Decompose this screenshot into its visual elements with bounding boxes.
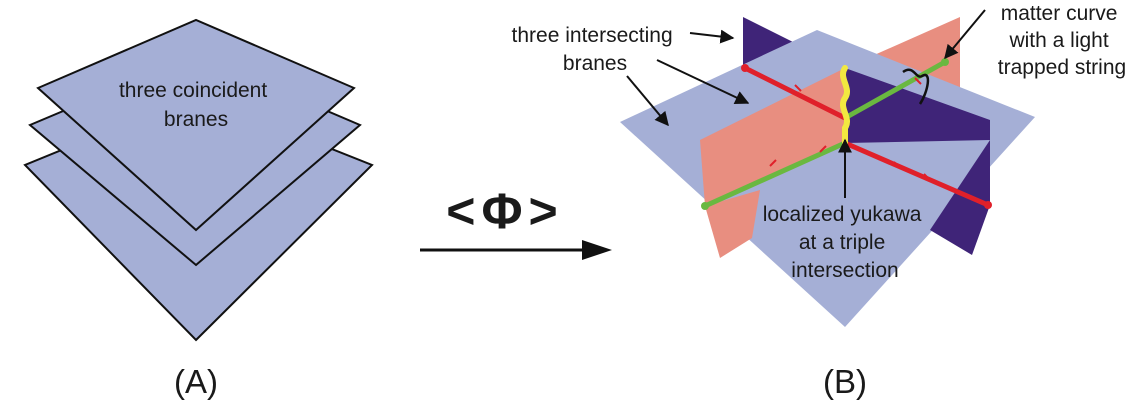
red-curve-end-front	[984, 201, 992, 209]
green-matter-curve-back	[843, 59, 947, 121]
yukawa-curve	[840, 65, 850, 146]
matter-curve-label: matter curve with a light trapped string	[998, 2, 1126, 79]
brane-top	[36, 18, 356, 232]
caption-b: (B)	[823, 363, 867, 400]
trapped-string	[902, 68, 930, 105]
arrow-intersecting-to-salmon	[656, 59, 750, 104]
green-curve-end-back	[941, 58, 949, 66]
intersecting-branes-label: three intersecting branes	[512, 24, 679, 75]
intersecting-label-line-2: branes	[563, 52, 627, 75]
coincident-label-line-2: branes	[164, 108, 228, 131]
caption-a: (A)	[174, 363, 218, 400]
panel-b: three intersecting branes matter curve w…	[512, 2, 1127, 400]
arrow-intersecting-to-blue	[626, 75, 669, 127]
transition-arrowhead	[582, 240, 612, 260]
intersecting-label-line-1: three intersecting	[512, 24, 673, 47]
yukawa-label-line-2: at a triple	[799, 231, 885, 254]
green-matter-curve-front	[703, 140, 847, 209]
yukawa-label-line-3: intersection	[791, 259, 898, 282]
red-matter-curve-back	[743, 65, 847, 121]
panel-a: three coincident branes (A)	[23, 18, 374, 400]
yukawa-label: localized yukawa at a triple intersectio…	[763, 203, 928, 282]
red-curve-end-back	[741, 64, 749, 72]
vev-label: <Φ>	[446, 183, 563, 239]
matter-label-line-1: matter curve	[1001, 2, 1118, 25]
matter-label-line-2: with a light	[1008, 29, 1108, 52]
yukawa-label-line-1: localized yukawa	[763, 203, 922, 226]
transition: <Φ>	[420, 183, 612, 260]
coincident-label-line-1: three coincident	[119, 79, 267, 102]
arrow-matter-curve	[944, 9, 986, 60]
matter-label-line-3: trapped string	[998, 56, 1126, 79]
arrow-intersecting-to-purple	[689, 29, 735, 44]
purple-brane-lower	[930, 140, 990, 255]
red-matter-curve-front	[844, 140, 989, 208]
coincident-branes-label: three coincident branes	[119, 79, 273, 131]
purple-brane-upper	[845, 68, 990, 143]
salmon-brane-lower	[705, 190, 760, 258]
curve-ticks	[769, 77, 931, 181]
green-curve-end-front	[701, 202, 709, 210]
